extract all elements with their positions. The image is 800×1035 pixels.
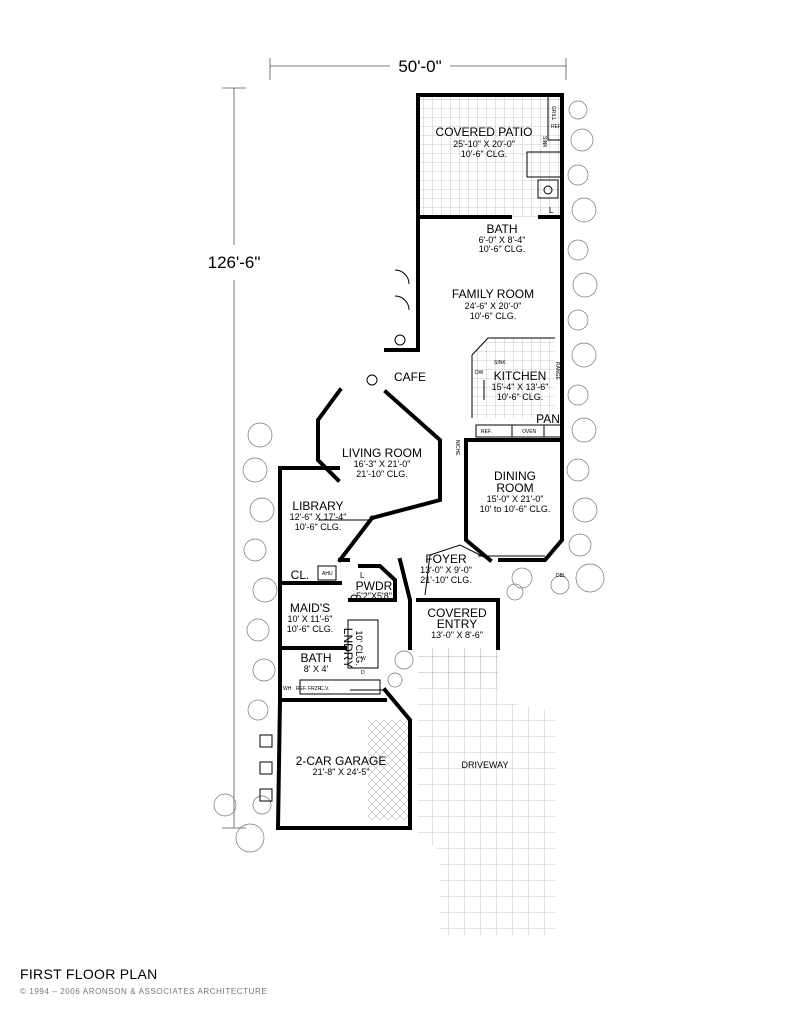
garage-label: 2-CAR GARAGE 21'-8" X 24'-5" [296,754,387,777]
pantry-label: PAN [536,412,560,426]
kitchen-tile [472,338,555,418]
svg-text:DW: DW [475,370,484,376]
svg-text:WH: WH [283,686,292,692]
driveway-paving [418,648,556,935]
fixture-labels: GRILL REF. SINK L SINK DW RANGE REF. OVE… [283,106,566,692]
covered-patio-label: COVERED PATIO 25'-10" X 20'-0" 10'-6" CL… [436,125,533,159]
svg-text:KITCHEN: KITCHEN [494,369,547,383]
svg-text:FAMILY ROOM: FAMILY ROOM [452,287,534,301]
svg-text:BATH: BATH [300,651,331,665]
svg-text:W: W [361,656,366,662]
svg-text:BATH: BATH [486,222,517,236]
bath-lower-label: BATH 8' X 4' [300,651,331,674]
svg-text:FRZR: FRZR [308,686,322,692]
svg-text:15'-4" X 13'-6": 15'-4" X 13'-6" [492,382,549,392]
svg-text:SINK: SINK [494,360,506,366]
closet-label: CL. [291,568,310,582]
svg-text:REF.: REF. [551,124,562,130]
svg-text:PWDR: PWDR [356,579,393,593]
svg-text:REF.: REF. [481,429,492,435]
svg-text:FOYER: FOYER [425,552,467,566]
interior-details [299,94,563,695]
svg-text:10'-6" CLG.: 10'-6" CLG. [470,311,516,321]
svg-text:25'-10" X 20'-0": 25'-10" X 20'-0" [453,139,515,149]
family-room-label: FAMILY ROOM 24'-6" X 20'-0" 10'-6" CLG. [452,287,534,321]
svg-text:10' to 10'-6" CLG.: 10' to 10'-6" CLG. [480,504,551,514]
plan-title: FIRST FLOOR PLAN [20,966,158,982]
width-label: 50'-0" [398,57,441,76]
svg-text:LNDRY: LNDRY [341,628,355,668]
living-room-label: LIVING ROOM 16'-3" X 21'-0" 21'-10" CLG. [342,446,422,479]
svg-text:21'-8" X 24'-5": 21'-8" X 24'-5" [313,767,370,777]
depth-dimension: 126'-6" [208,87,261,829]
driveway-label: DRIVEWAY [461,760,508,770]
svg-text:NICHE: NICHE [454,440,460,456]
svg-text:16'-3" X 21'-0": 16'-3" X 21'-0" [354,459,411,469]
svg-text:DINING: DINING [494,469,536,483]
svg-text:C.V.: C.V. [320,686,329,692]
svg-text:10'-6" CLG.: 10'-6" CLG. [461,149,507,159]
svg-text:10'-6" CLG.: 10'-6" CLG. [295,522,341,532]
svg-text:L: L [549,206,554,215]
svg-text:21'-10" CLG.: 21'-10" CLG. [356,469,407,479]
dining-room-label: DINING ROOM 15'-0" X 21'-0" 10' to 10'-6… [480,469,551,514]
foyer-label: FOYER 13'-0" X 9'-0" 21'-10" CLG. [420,552,472,585]
svg-text:RANGE: RANGE [554,362,560,380]
kitchen-label: KITCHEN 15'-4" X 13'-6" 10'-6" CLG. [492,369,549,402]
svg-text:21'-10" CLG.: 21'-10" CLG. [420,575,471,585]
svg-text:DBL: DBL [556,573,566,579]
library-label: LIBRARY 12'-6" X 17'-4" 10'-6" CLG. [290,499,347,532]
bath-upper-label: BATH 6'-0" X 8'-4" 10'-6" CLG. [479,222,526,254]
powder-room-label: PWDR 5'2"X5'8" [356,579,393,601]
laundry-label: LNDRY 10' CLG. [341,628,364,668]
svg-text:COVERED: COVERED [427,606,487,620]
svg-text:ROOM: ROOM [496,481,533,495]
svg-text:10'-6" CLG.: 10'-6" CLG. [287,624,333,634]
depth-label: 126'-6" [208,253,261,272]
svg-text:12'-6" X 17'-4": 12'-6" X 17'-4" [290,512,347,522]
covered-entry-label: COVERED ENTRY 13'-0" X 8'-6" [427,606,487,640]
garage-slab-hatch [368,720,410,820]
svg-text:8' X 4': 8' X 4' [304,664,329,674]
landscaping [213,100,605,853]
svg-text:SINK: SINK [541,136,547,148]
svg-text:AHU: AHU [322,571,333,577]
svg-text:D: D [361,670,365,676]
svg-text:10'-6" CLG.: 10'-6" CLG. [497,392,543,402]
svg-text:10'-6" CLG.: 10'-6" CLG. [479,244,525,254]
svg-text:13'-0" X 9'-0": 13'-0" X 9'-0" [420,565,472,575]
copyright-notice: © 1994 – 2006 ARONSON & ASSOCIATES ARCHI… [20,987,268,996]
svg-text:ENTRY: ENTRY [437,617,477,631]
exterior-walls [275,93,564,830]
svg-text:6'-0" X 8'-4": 6'-0" X 8'-4" [479,235,526,245]
svg-text:NICHE: NICHE [462,440,468,456]
svg-text:OVEN: OVEN [522,429,537,435]
svg-text:REF.: REF. [296,686,307,692]
svg-text:L: L [360,571,365,580]
svg-text:GRILL: GRILL [550,106,556,121]
svg-text:2-CAR GARAGE: 2-CAR GARAGE [296,754,387,768]
svg-text:LIBRARY: LIBRARY [292,499,343,513]
svg-text:LIVING ROOM: LIVING ROOM [342,446,422,460]
svg-text:13'-0" X 8'-6": 13'-0" X 8'-6" [431,630,483,640]
svg-text:10' X 11'-6": 10' X 11'-6" [288,614,333,624]
svg-text:15'-0" X 21'-0": 15'-0" X 21'-0" [487,494,544,504]
svg-text:10' CLG.: 10' CLG. [354,630,364,665]
svg-text:COVERED PATIO: COVERED PATIO [436,125,533,139]
svg-text:24'-6" X 20'-0": 24'-6" X 20'-0" [465,301,522,311]
width-dimension: 50'-0" [269,57,567,80]
svg-text:MAID'S: MAID'S [290,601,330,615]
cafe-label: CAFE [394,370,426,384]
svg-text:5'2"X5'8": 5'2"X5'8" [356,591,392,601]
maids-room-label: MAID'S 10' X 11'-6" 10'-6" CLG. [287,601,333,634]
